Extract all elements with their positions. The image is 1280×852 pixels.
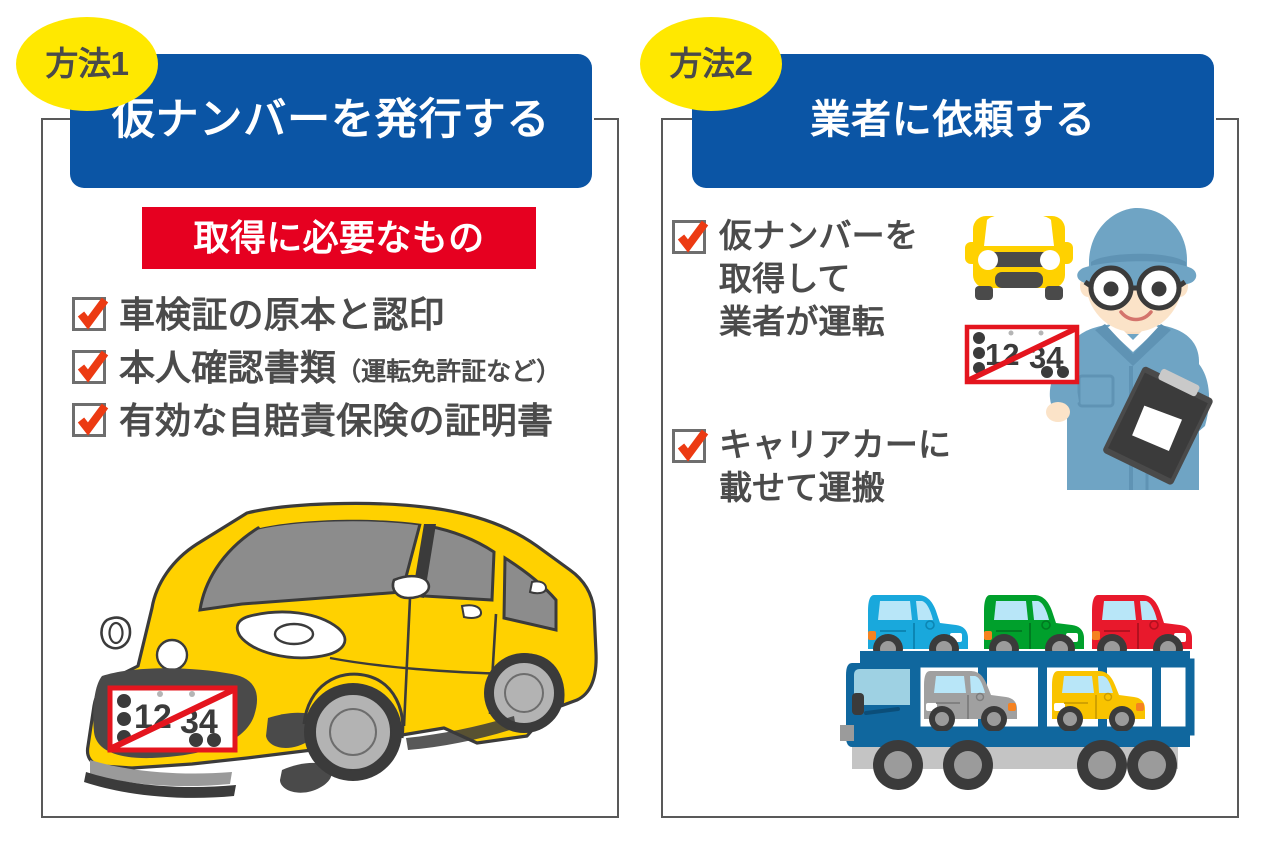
checklist-item-sublabel: （運転免許証など）	[336, 358, 562, 387]
checklist-item-label: キャリアカーに 載せて運搬	[719, 425, 952, 506]
clipboard-icon	[1103, 366, 1213, 485]
yellow-car-illustration: 12 34	[72, 488, 612, 808]
checklist-item-label: 本人確認書類（運転免許証など）	[119, 347, 562, 389]
yellow-car-icon	[965, 213, 1073, 300]
checklist-item-label: 車検証の原本と認印	[119, 294, 445, 335]
checklist-item-label: 有効な自賠責保険の証明書	[119, 400, 554, 442]
temporary-license-plate: 12 34	[107, 685, 238, 753]
checklist-item[interactable]: 車検証の原本と認印	[72, 292, 612, 338]
car-carrier-illustration	[840, 575, 1240, 800]
panel-1-header-title: 仮ナンバーを発行する	[111, 95, 551, 144]
method-badge-2-label: 方法2	[669, 44, 753, 82]
requirements-banner-label: 取得に必要なもの	[193, 217, 485, 258]
checklist-item-label: 仮ナンバーを 取得して 業者が運転	[719, 217, 918, 340]
method-badge-1-label: 方法1	[45, 44, 129, 82]
checklist-item[interactable]: キャリアカーに 載せて運搬	[672, 424, 972, 510]
mechanic-illustration: 12 34	[955, 190, 1245, 490]
worker-figure	[1046, 208, 1213, 490]
method-badge-1: 方法1	[16, 17, 158, 111]
checklist-item[interactable]: 本人確認書類（運転免許証など）	[72, 345, 612, 391]
checkmark-icon	[672, 220, 709, 254]
checkmark-icon	[672, 428, 709, 463]
requirements-banner: 取得に必要なもの	[142, 207, 536, 269]
panel-1-header-tab: 仮ナンバーを発行する	[70, 54, 592, 188]
checklist-item[interactable]: 仮ナンバーを 取得して 業者が運転	[672, 215, 972, 344]
checkmark-icon	[72, 350, 109, 385]
checkmark-icon	[72, 297, 109, 331]
checklist-item[interactable]: 有効な自賠責保険の証明書	[72, 398, 612, 444]
panel-2-checklist: 仮ナンバーを 取得して 業者が運転 キャリアカーに 載せて運搬	[672, 215, 972, 509]
checkmark-icon	[72, 403, 109, 438]
method-badge-2: 方法2	[640, 17, 782, 111]
panel-2-header-title: 業者に依頼する	[810, 98, 1096, 142]
panel-1-checklist: 車検証の原本と認印 本人確認書類（運転免許証など） 有効な自賠責保険の証明書	[72, 292, 612, 451]
temporary-license-plate-small: 12 34	[964, 324, 1080, 385]
